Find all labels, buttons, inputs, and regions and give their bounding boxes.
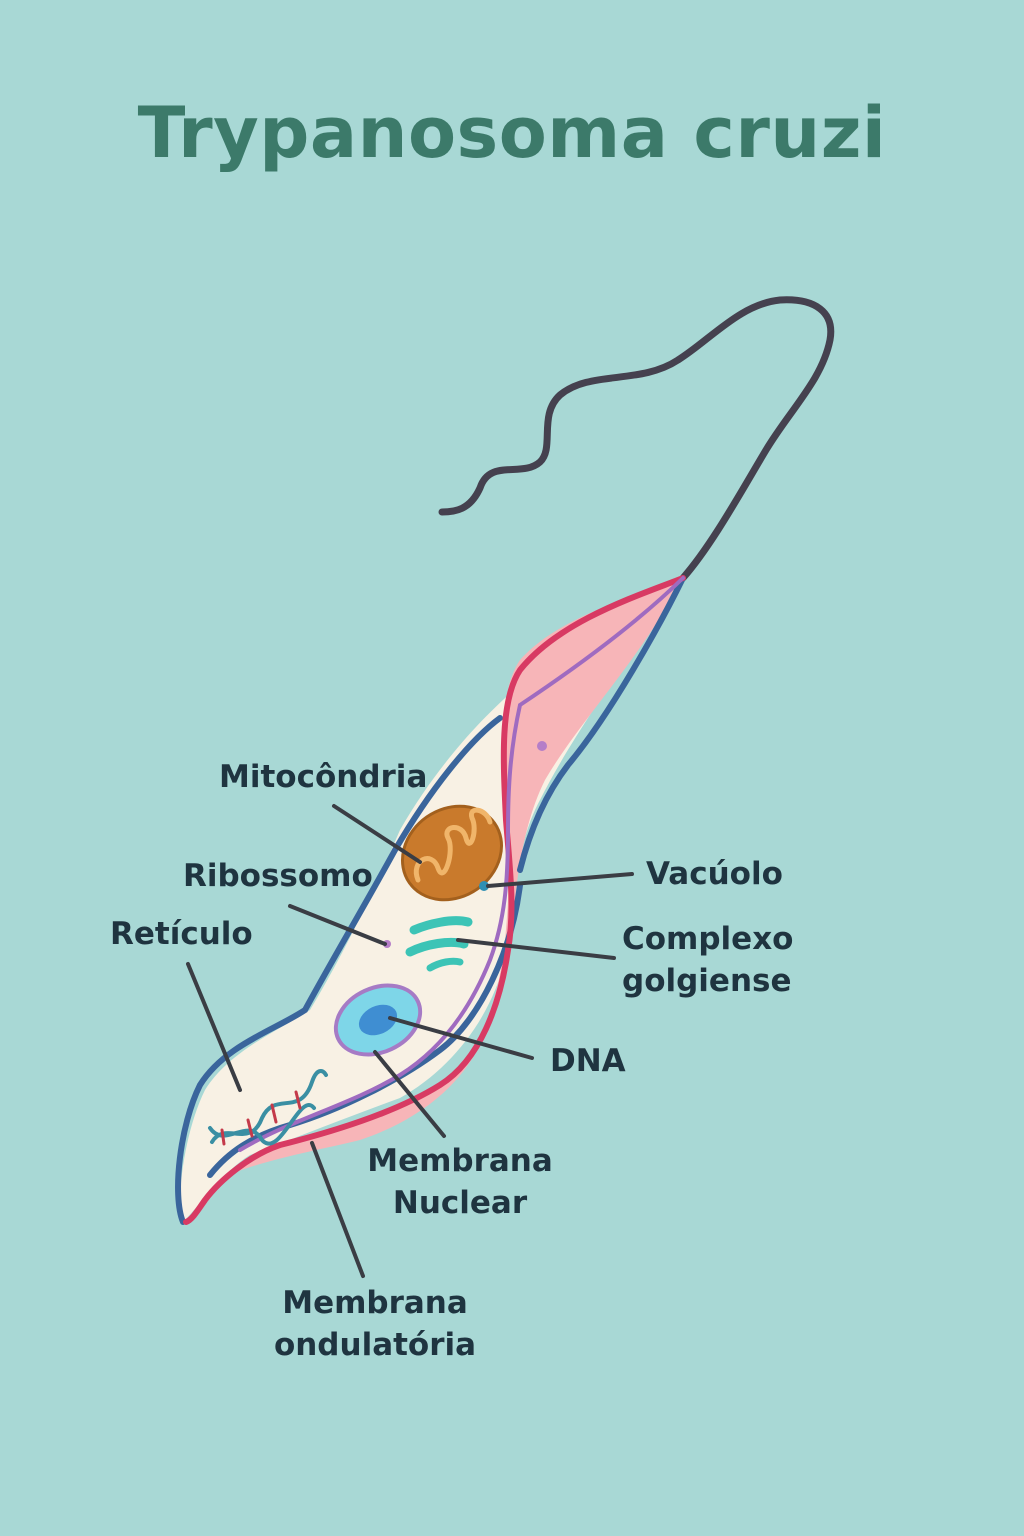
label-membrana-ondulatoria-line2: ondulatória (273, 1327, 477, 1363)
label-complexo-line1: Complexo (622, 921, 794, 957)
leader-line-vacuolo (486, 872, 634, 888)
label-ribossomo: Ribossomo (183, 858, 373, 894)
leader-line-membrana-nuclear (373, 1050, 446, 1138)
membrane-outline-red (183, 575, 686, 1225)
label-membrana-nuclear-line2: Nuclear (392, 1185, 528, 1221)
flagellum (438, 296, 835, 582)
label-complexo-golgiense: Complexo golgiense (622, 918, 793, 1002)
label-membrana-ondulatoria-line1: Membrana (282, 1285, 468, 1321)
membrane-dot (537, 741, 547, 751)
label-complexo-line2: golgiense (622, 963, 792, 999)
leader-line-complexo (456, 938, 616, 960)
undulating-membrane-fill (222, 578, 683, 1178)
label-membrana-nuclear: Membrana Nuclear (360, 1140, 560, 1224)
label-membrana-nuclear-line1: Membrana (367, 1143, 553, 1179)
inner-flagellum (238, 576, 685, 1152)
nucleus (333, 983, 423, 1057)
label-reticulo: Retículo (110, 916, 253, 952)
dna-helix (208, 1069, 328, 1146)
label-dna: DNA (550, 1043, 626, 1079)
leader-lines (186, 804, 634, 1278)
leader-line-ribossomo (288, 904, 387, 946)
label-vacuolo: Vacúolo (646, 856, 783, 892)
label-membrana-ondulatoria: Membrana ondulatória (265, 1282, 485, 1366)
label-mitocondria: Mitocôndria (219, 759, 428, 795)
leader-line-membrana-ondulatoria (310, 1141, 365, 1278)
leader-line-reticulo (186, 962, 242, 1092)
leader-line-mitocondria (332, 804, 422, 864)
leader-line-dna (388, 1016, 534, 1060)
diagram-title: Trypanosoma cruzi (137, 92, 887, 174)
vacuole (479, 881, 489, 891)
golgi-complex (405, 916, 473, 972)
mitochondria (400, 804, 504, 902)
